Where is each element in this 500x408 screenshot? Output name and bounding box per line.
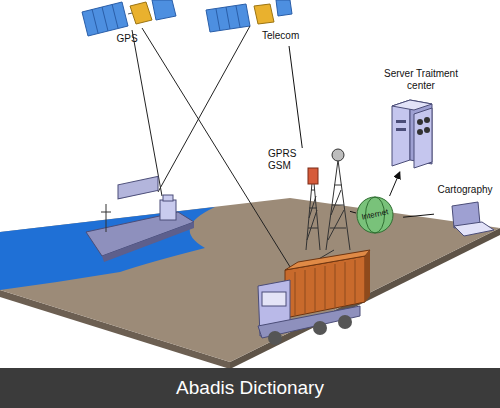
cargo-ship (86, 176, 194, 262)
server-racks (392, 100, 432, 168)
satellite-label: Telecom (262, 30, 314, 46)
node-label: Server Traitment center (376, 68, 466, 92)
tower-node: GPRS GSM (268, 148, 350, 252)
laptop (452, 202, 494, 236)
node-label: GPRS GSM (268, 148, 298, 172)
truck (258, 250, 370, 345)
node-label: GPS (112, 33, 142, 45)
gsm-towers (300, 149, 350, 270)
cartography-node: Cartography (434, 184, 498, 238)
watermark: Abadis Dictionary (0, 368, 500, 408)
sea (0, 207, 215, 290)
connector (289, 46, 302, 148)
node-label: Telecom (262, 30, 312, 42)
watermark-bar: Abadis Dictionary (0, 368, 500, 408)
node-label: Cartography (434, 184, 496, 196)
gps-satellite (82, 0, 176, 36)
satellite-label: GPS (112, 33, 144, 49)
connector (350, 211, 356, 213)
internet-globe: Internet (356, 196, 403, 243)
connector (390, 172, 400, 196)
server-node: Server Traitment center (376, 68, 468, 172)
connector (403, 214, 434, 217)
ground (0, 198, 500, 362)
node-label: Internet (352, 192, 397, 237)
